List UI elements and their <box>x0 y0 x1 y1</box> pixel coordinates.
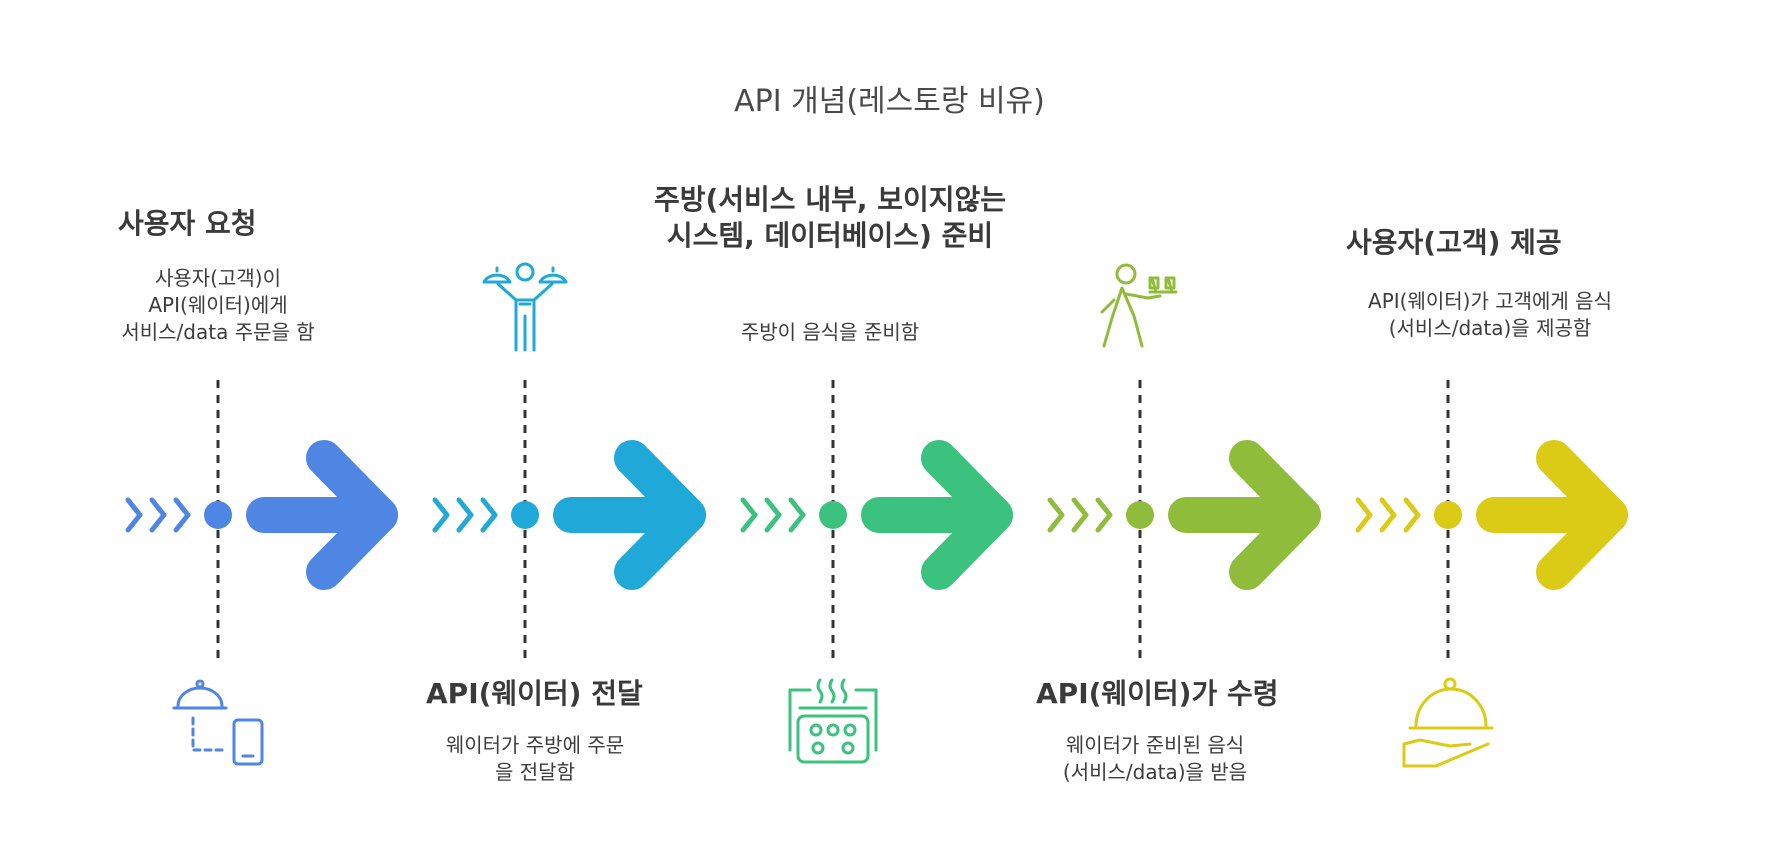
step-3-desc-line-1: 주방이 음식을 준비함 <box>740 320 920 344</box>
step-2-desc-line-2: 을 전달함 <box>495 760 575 784</box>
step-2-description: 웨이터가 주방에 주문 을 전달함 <box>410 732 660 786</box>
step-3-heading-line-1: 주방(서비스 내부, 보이지않는 <box>653 183 1007 216</box>
step-2-group <box>432 262 706 660</box>
walking-waiter-icon <box>1100 263 1178 348</box>
step-4-node <box>1126 501 1154 529</box>
step-5-heading: 사용자(고객) 제공 <box>1346 226 1562 259</box>
step-2-node <box>511 501 539 529</box>
step-1-description: 사용자(고객)이 API(웨이터)에게 서비스/data 주문을 함 <box>98 265 338 346</box>
step-4-group <box>1047 263 1321 660</box>
step-3-heading-line-2: 시스템, 데이터베이스) 준비 <box>666 219 994 252</box>
step-2-heading: API(웨이터) 전달 <box>426 677 643 710</box>
step-3-chevrons <box>740 497 806 533</box>
step-1-heading: 사용자 요청 <box>118 207 257 240</box>
step-5-desc-line-1: API(웨이터)가 고객에게 음식 <box>1368 289 1612 313</box>
step-1-desc-line-3: 서비스/data 주문을 함 <box>121 320 315 344</box>
step-3-group <box>740 380 1013 764</box>
step-4-chevrons <box>1047 497 1113 533</box>
step-5-arrow <box>1476 440 1628 590</box>
step-2-arrow <box>553 440 706 590</box>
step-4-arrow <box>1168 440 1321 590</box>
step-1-chevrons <box>125 497 191 533</box>
step-3-heading: 주방(서비스 내부, 보이지않는 시스템, 데이터베이스) 준비 <box>600 182 1060 254</box>
step-4-heading: API(웨이터)가 수령 <box>1036 677 1279 710</box>
step-5-description: API(웨이터)가 고객에게 음식 (서비스/data)을 제공함 <box>1340 288 1640 342</box>
step-1-desc-line-1: 사용자(고객)이 <box>154 266 281 290</box>
step-3-description: 주방이 음식을 준비함 <box>680 319 980 346</box>
serving-cloche-icon <box>1402 677 1494 768</box>
step-5-chevrons <box>1355 497 1421 533</box>
step-1-group <box>125 380 398 766</box>
step-5-group <box>1355 380 1628 768</box>
step-5-desc-line-2: (서비스/data)을 제공함 <box>1388 316 1592 340</box>
step-3-node <box>819 501 847 529</box>
step-2-desc-line-1: 웨이터가 주방에 주문 <box>445 733 625 757</box>
step-2-chevrons <box>432 497 498 533</box>
step-4-desc-line-2: (서비스/data)을 받음 <box>1062 760 1248 784</box>
tray-and-phone-icon <box>172 679 264 766</box>
step-1-desc-line-2: API(웨이터)에게 <box>148 293 288 317</box>
step-3-arrow <box>861 440 1013 590</box>
step-4-desc-line-1: 웨이터가 준비된 음식 <box>1065 733 1245 757</box>
step-1-arrow <box>246 440 398 590</box>
diagram-title: API 개념(레스토랑 비유) <box>734 84 1045 119</box>
step-4-description: 웨이터가 준비된 음식 (서비스/data)을 받음 <box>1030 732 1280 786</box>
waiter-with-trays-icon <box>482 262 568 352</box>
stove-cooking-icon <box>788 678 878 764</box>
step-5-node <box>1434 501 1462 529</box>
step-1-node <box>204 501 232 529</box>
